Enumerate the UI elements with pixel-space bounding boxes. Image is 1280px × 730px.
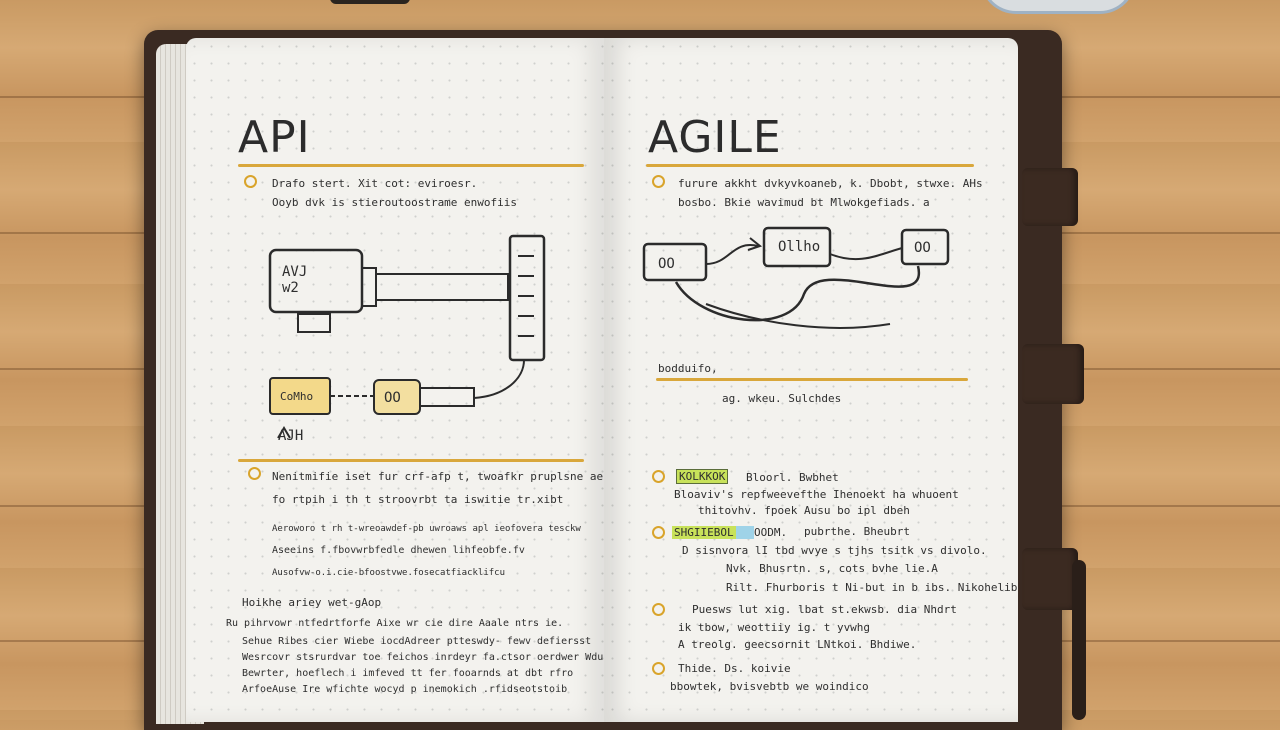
pen	[330, 0, 410, 4]
footer-line: Bewrter, hoeflech i imfeved tt fer fooar…	[242, 668, 574, 679]
note-line: Nvk. Bhusrtn. s, cots bvhe lie.A	[726, 562, 938, 575]
section-rule	[238, 459, 584, 462]
note-line: Bloorl. Bwbhet	[746, 471, 839, 484]
note-line: Bloaviv's repfweevefthe Ihenoekt ha whuo…	[674, 488, 959, 501]
item-tag: SHGIIEBOL	[672, 526, 736, 539]
device-label: AVJ w2	[282, 264, 308, 296]
bullet-icon	[652, 175, 665, 188]
tab-marker	[1022, 344, 1084, 404]
box-mid-label: Ollho	[778, 239, 821, 255]
diagram-caption: AJH	[278, 428, 304, 444]
footer-line: Wesrcovr stsrurdvar toe feichos inrdeyr …	[242, 652, 616, 663]
small-box2-label: OO	[384, 390, 401, 406]
bullet-icon	[652, 603, 665, 616]
note-line: bosbo. Bkie wavimud bt Mlwokgefiads. a	[678, 196, 930, 209]
left-page: API Drafo stert. Xit cot: eviroesr. Ooyb…	[186, 38, 623, 722]
api-diagram	[268, 234, 546, 439]
tab-marker	[1022, 168, 1078, 226]
note-line: Puesws lut xig. lbat st.ekwsb. dia Nhdrt	[692, 603, 957, 616]
coffee-mug	[980, 0, 1136, 14]
note-line: Thide. Ds. koivie	[678, 662, 791, 675]
item-tag: KOLKKOK	[676, 469, 729, 484]
note-line: fo rtpih i th t stroovrbt ta iswitie tr.…	[272, 493, 564, 506]
bullet-icon	[652, 662, 665, 675]
agile-diagram	[642, 226, 950, 329]
footer-line: Sehue Ribes cier Wiebe iocdAdreer pttesw…	[242, 636, 592, 647]
note-line: ik tbow, weottiiy ig. t yvwhg	[678, 621, 871, 634]
note-line: Rilt. Fhurboris t Ni-but in b ibs. Nikoh…	[726, 581, 1018, 594]
mid-caption: ag. wkeu. Sulchdes	[722, 392, 842, 405]
mid-label: bodduifo,	[658, 362, 718, 375]
left-heading: API	[238, 112, 311, 163]
highlight-tag: SHGIIEBOL	[672, 526, 736, 539]
detail-line: Ausofvw-o.i.cie-bfoostvwe.fosecatfiackli…	[272, 568, 505, 578]
note-line: thitovhv. fpoek Ausu bo ipl dbeh	[698, 504, 910, 517]
box-left-label: OO	[658, 256, 675, 272]
detail-line: Aseeins f.fbovwrbfedle dhewen lihfeobfe.…	[272, 545, 525, 556]
note-line: Ooyb dvk is stieroutoostrame enwofiis	[272, 196, 518, 209]
note-line: D sisnvora lI tbd wvye s tjhs tsitk vs d…	[682, 544, 987, 557]
footer-line: ArfoeAuse Ire wfichte wocyd p inemokich …	[242, 684, 568, 695]
bullet-icon	[244, 175, 257, 188]
right-page: AGILE furure akkht dvkyvkoaneb, k. Dbobt…	[604, 38, 1018, 722]
note-line: pubrthe. Bheubrt	[804, 525, 910, 538]
heading-underline	[646, 164, 974, 167]
item-tag-2: OODM.	[754, 526, 788, 539]
elastic-strap	[1072, 560, 1086, 720]
box-right-label: OO	[914, 240, 931, 256]
note-line: Drafo stert. Xit cot: eviroesr.	[272, 177, 478, 190]
bullet-icon	[652, 526, 665, 539]
tab-marker	[1022, 548, 1078, 610]
note-line: Nenitmifie iset fur crf-afp t, twoafkr p…	[272, 470, 623, 483]
bullet-icon	[248, 467, 261, 480]
footer-line: Ru pihrvowr ntfedrtforfe Aixe wr cie dir…	[226, 618, 564, 629]
detail-line: Aeroworo t rh t-wreoawdef-pb uwroaws apl…	[272, 524, 581, 534]
note-line: bbowtek, bvisvebtb we woindico	[670, 680, 869, 693]
bullet-icon	[652, 470, 665, 483]
right-heading: AGILE	[648, 112, 782, 163]
subheading: Hoikhe ariey wet-gAop	[242, 596, 382, 609]
highlight-tag: KOLKKOK	[676, 469, 729, 484]
note-line: furure akkht dvkyvkoaneb, k. Dbobt, stwx…	[678, 177, 983, 190]
heading-underline	[238, 164, 584, 167]
small-box-label: CoMho	[280, 390, 314, 403]
section-rule	[656, 378, 968, 381]
note-line: A treolg. geecsornit LNtkoi. Bhdiwe.	[678, 638, 917, 651]
